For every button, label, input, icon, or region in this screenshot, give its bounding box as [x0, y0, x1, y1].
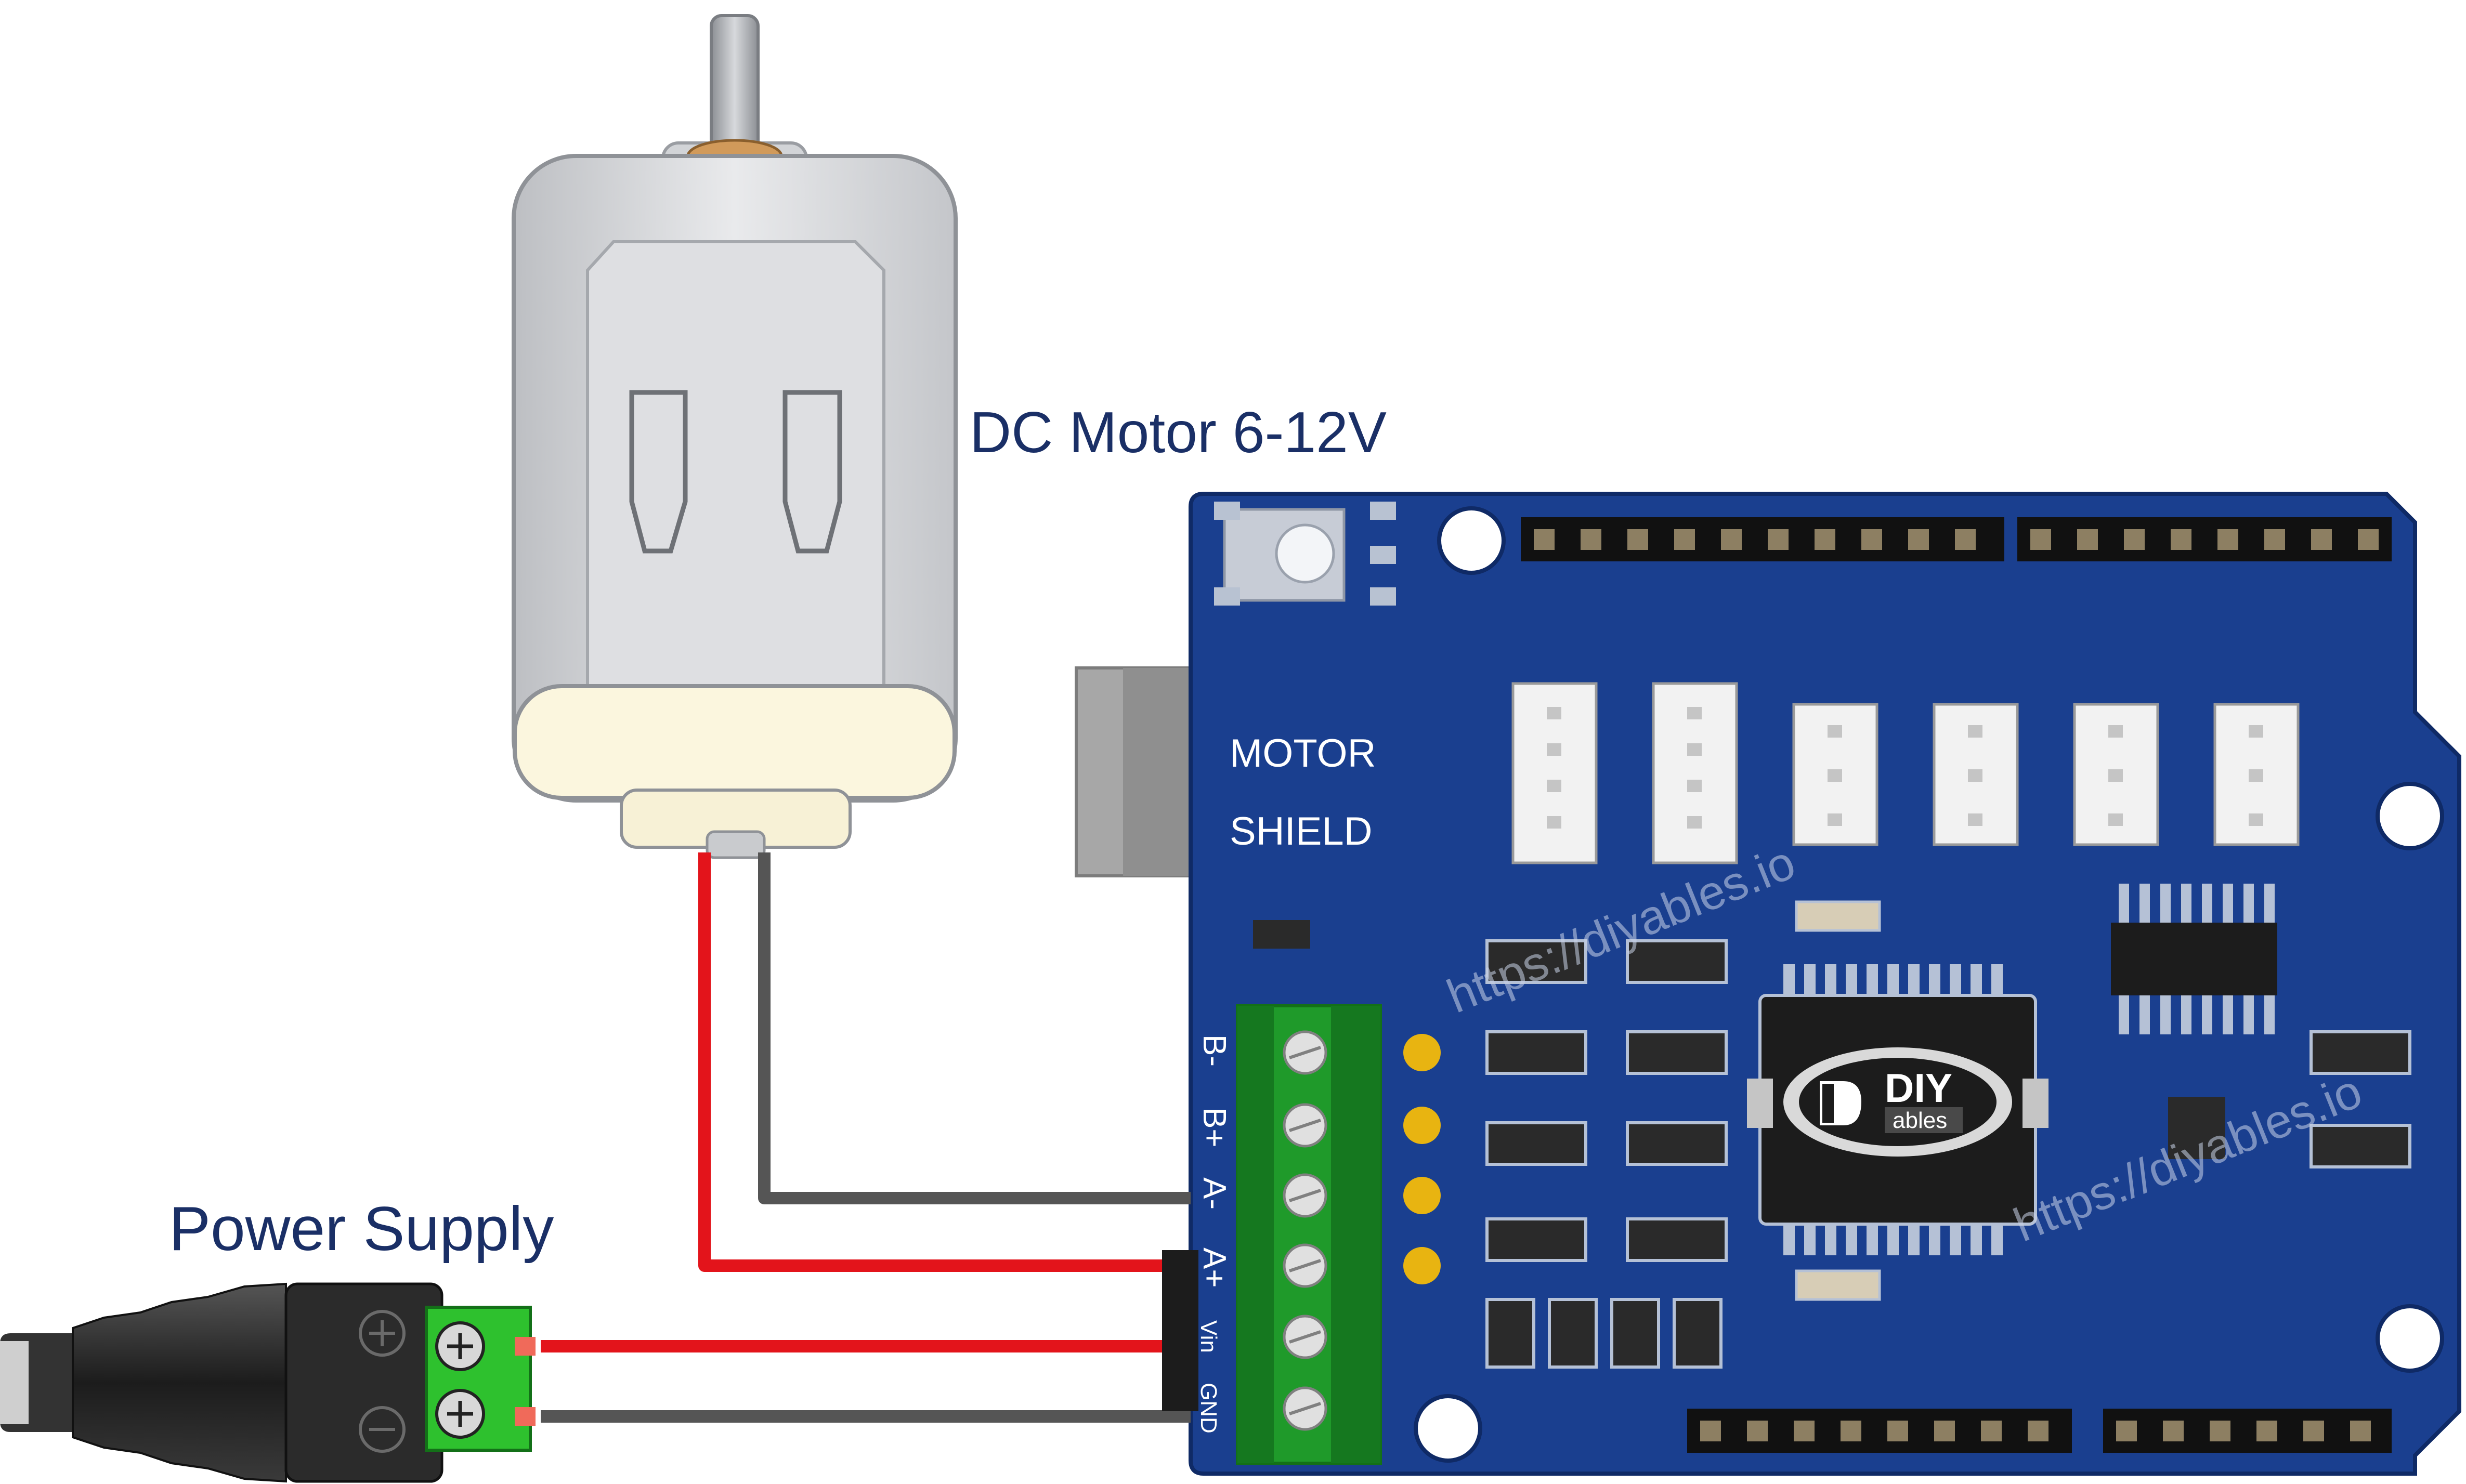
reset-button	[1214, 502, 1396, 606]
screw-terminal-block	[1236, 1004, 1382, 1465]
terminal-label-a-plus: A+	[1196, 1247, 1232, 1288]
terminal-label-gnd: GND	[1196, 1383, 1221, 1434]
terminal-labels: B- B+ A- A+ Vin GND	[1196, 1034, 1232, 1434]
smd-components	[1253, 900, 2411, 1369]
terminal-label-b-minus: B-	[1196, 1034, 1232, 1067]
motor-endcap	[513, 684, 957, 800]
ic-pins	[1783, 964, 2003, 1255]
plus-symbol-icon	[359, 1310, 406, 1357]
header-bottom-right	[2103, 1409, 2392, 1453]
shield-title-line2: SHIELD	[1230, 809, 1373, 853]
dc-motor	[512, 14, 958, 859]
header-top-right	[2017, 517, 2392, 561]
header-bottom-left	[1687, 1409, 2072, 1453]
plug-tip	[0, 1341, 29, 1424]
power-supply-adapter	[0, 1282, 536, 1483]
mount-hole	[1414, 1394, 1482, 1463]
motor-slot-left	[629, 390, 688, 554]
shield-side-connector-shade	[1123, 668, 1193, 876]
wire-motor-positive	[698, 852, 1191, 1272]
logic-ic	[2111, 884, 2277, 1034]
shield-title-line1: MOTOR	[1230, 731, 1376, 776]
brand-main: DIY	[1885, 1065, 1952, 1111]
header-top-left	[1521, 517, 2004, 561]
minus-symbol-icon	[359, 1406, 406, 1453]
motor-shield-board: MOTOR SHIELD	[1075, 492, 2461, 1476]
power-supply-label: Power Supply	[169, 1194, 554, 1264]
plug-body	[72, 1282, 287, 1483]
jst-pins	[1547, 707, 2263, 829]
motor-rear-shaft	[706, 830, 766, 859]
wire-motor-negative	[758, 852, 1191, 1204]
motor-label: DC Motor 6-12V	[970, 400, 1387, 465]
terminal-label-a-minus: A-	[1196, 1177, 1232, 1210]
wires	[541, 852, 1198, 1423]
wire-ferrule	[1162, 1250, 1198, 1411]
brand-sub: ables	[1893, 1108, 1947, 1133]
terminal-label-vin: Vin	[1196, 1320, 1221, 1353]
terminal-label-b-plus: B+	[1196, 1107, 1232, 1148]
status-leds	[1403, 1034, 1441, 1284]
diyables-logo: DIY ables	[1820, 1065, 1963, 1133]
mount-hole	[2376, 1304, 2444, 1373]
mount-hole	[1437, 506, 1506, 575]
motor-slot-right	[782, 390, 842, 554]
adapter-housing	[284, 1282, 443, 1483]
mount-hole	[2376, 782, 2444, 850]
driver-ic	[1747, 994, 2049, 1226]
